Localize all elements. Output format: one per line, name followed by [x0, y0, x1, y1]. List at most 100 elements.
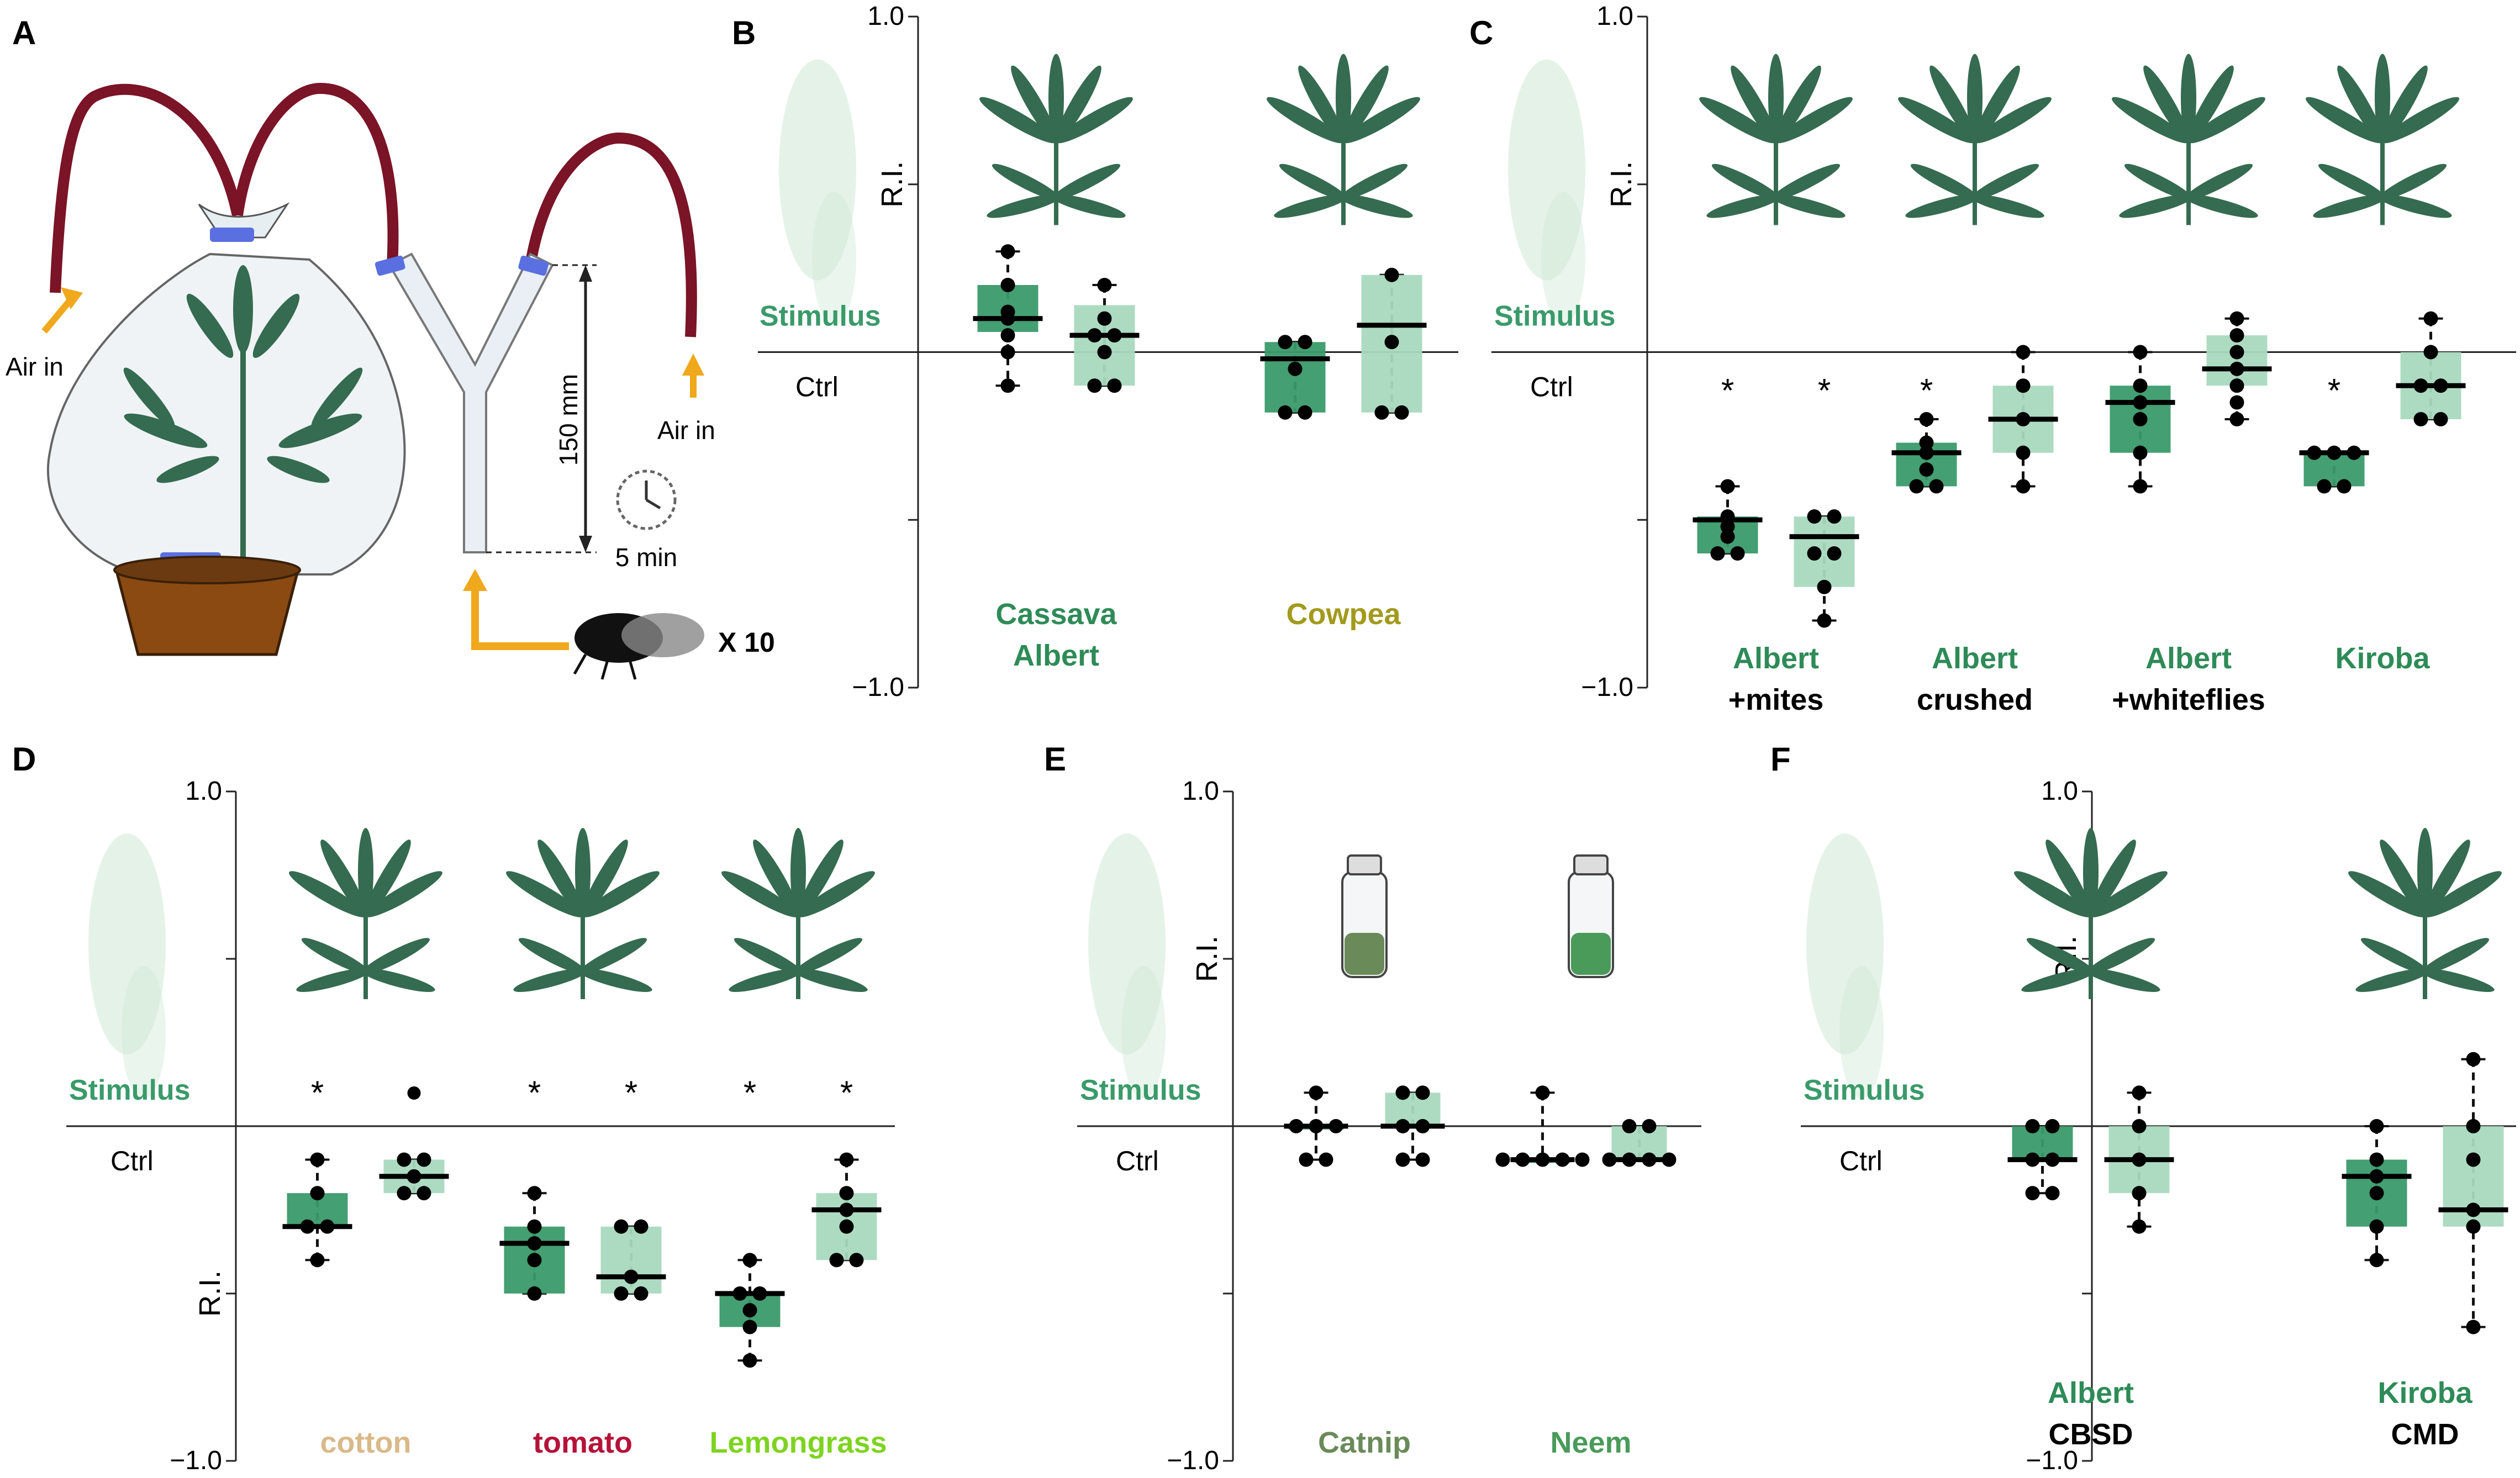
plant-leaf: [2085, 938, 2155, 975]
plant-icon: [1898, 54, 2052, 225]
data-point: [2133, 445, 2148, 460]
data-point: [1000, 345, 1015, 360]
data-point: [2025, 1119, 2040, 1133]
box-iqr: [1794, 516, 1855, 587]
data-point: [1807, 546, 1822, 561]
plant-leaf: [1279, 163, 1349, 201]
significance-star: *: [625, 1074, 637, 1111]
plant-leaf: [1274, 194, 1349, 218]
plant-leaf: [1298, 65, 1345, 142]
plant-leaf: [301, 938, 371, 975]
chart-panel-d: D1.0−1.0R.I.StimulusCtrl*cotton**tomato*…: [12, 741, 895, 1475]
group-label: Catnip: [1318, 1426, 1411, 1459]
data-point: [1909, 479, 1924, 494]
data-point: [732, 1286, 747, 1301]
data-point: [2307, 445, 2322, 460]
data-point: [2337, 479, 2352, 494]
plant-leaf: [2375, 54, 2390, 142]
group-label: +mites: [1728, 683, 1824, 716]
data-point: [2413, 412, 2428, 426]
count-label: X 10: [718, 627, 775, 658]
plant-leaf: [289, 871, 366, 917]
data-point: [1415, 1152, 1430, 1167]
box-iqr: [1611, 1126, 1667, 1160]
y-tick-label-top: 1.0: [867, 2, 904, 31]
significance-star: *: [1818, 372, 1831, 409]
plant-leaf: [2381, 65, 2428, 142]
significance-dot: [407, 1086, 421, 1100]
plant-leaf: [2090, 871, 2168, 917]
data-point: [527, 1186, 542, 1201]
plant-leaf: [790, 828, 806, 916]
group-label: Cowpea: [1286, 598, 1401, 631]
data-point: [2133, 378, 2148, 393]
plant-leaf: [2337, 65, 2384, 142]
data-point: [1730, 546, 1745, 561]
group-label: Albert: [1013, 639, 1099, 672]
y-axis-label: R.I.: [1605, 161, 1638, 208]
data-point: [1384, 267, 1399, 282]
data-point: [2229, 328, 2244, 343]
plant-leaf: [582, 871, 660, 917]
plant-leaf: [1711, 163, 1781, 201]
stimulus-label: Stimulus: [1804, 1074, 1925, 1106]
plant-icon: [2014, 828, 2168, 999]
air-in-left: Air in: [6, 352, 64, 381]
data-point: [2466, 1152, 2481, 1167]
data-point: [1919, 435, 1934, 450]
plant-leaf: [360, 938, 430, 975]
data-point: [1720, 519, 1735, 534]
stimulus-label: Stimulus: [1080, 1074, 1201, 1106]
data-point: [1328, 1119, 1343, 1133]
data-point: [2413, 378, 2428, 393]
plant-leaf: [1056, 97, 1133, 144]
data-point: [1289, 1119, 1304, 1133]
odor-plume-icon: [1541, 192, 1585, 325]
data-point: [2369, 1152, 2384, 1167]
data-point: [1515, 1152, 1530, 1167]
data-point: [397, 1186, 412, 1201]
data-point: [839, 1186, 854, 1201]
data-point: [1720, 529, 1735, 544]
data-point: [2133, 479, 2148, 494]
y-tick-label-top: 1.0: [2041, 777, 2078, 806]
data-point: [527, 1236, 542, 1251]
data-point: [1395, 1085, 1410, 1100]
data-point: [2433, 412, 2448, 426]
data-point: [2466, 1119, 2481, 1133]
data-point: [2229, 361, 2244, 376]
data-point: [2045, 1119, 2060, 1133]
data-point: [310, 1152, 325, 1167]
plant-leaf: [793, 968, 868, 993]
data-point: [1298, 405, 1312, 420]
y-tick-label-bottom: −1.0: [1581, 673, 1633, 702]
data-point: [1384, 335, 1399, 350]
plant-leaf: [1967, 54, 1983, 142]
plant-icon: [2112, 54, 2265, 225]
data-point: [634, 1219, 649, 1234]
data-point: [397, 1152, 412, 1167]
plant-leaf: [721, 871, 799, 917]
data-point: [634, 1286, 649, 1301]
plant-leaf: [2188, 97, 2265, 144]
data-point: [1087, 378, 1102, 393]
data-point: [2423, 345, 2438, 360]
data-point: [2466, 1319, 2481, 1334]
plant-leaf: [1770, 194, 1846, 218]
plant-leaf: [518, 938, 588, 975]
data-point: [1919, 445, 1934, 460]
data-point: [2132, 1152, 2147, 1167]
group-label: CBSD: [2048, 1418, 2133, 1451]
data-point: [1827, 509, 1842, 524]
plant-leaf: [2183, 194, 2258, 218]
data-point: [2229, 311, 2244, 326]
plant-icon: [2306, 54, 2459, 225]
vial-icon: [1568, 854, 1614, 978]
plant-leaf: [2083, 828, 2099, 916]
data-point: [1374, 405, 1389, 420]
plant-leaf: [2306, 97, 2383, 144]
data-point: [2229, 395, 2244, 410]
data-point: [2229, 378, 2244, 393]
plant-icon: [2348, 828, 2502, 999]
group-label: Albert: [2145, 642, 2232, 675]
